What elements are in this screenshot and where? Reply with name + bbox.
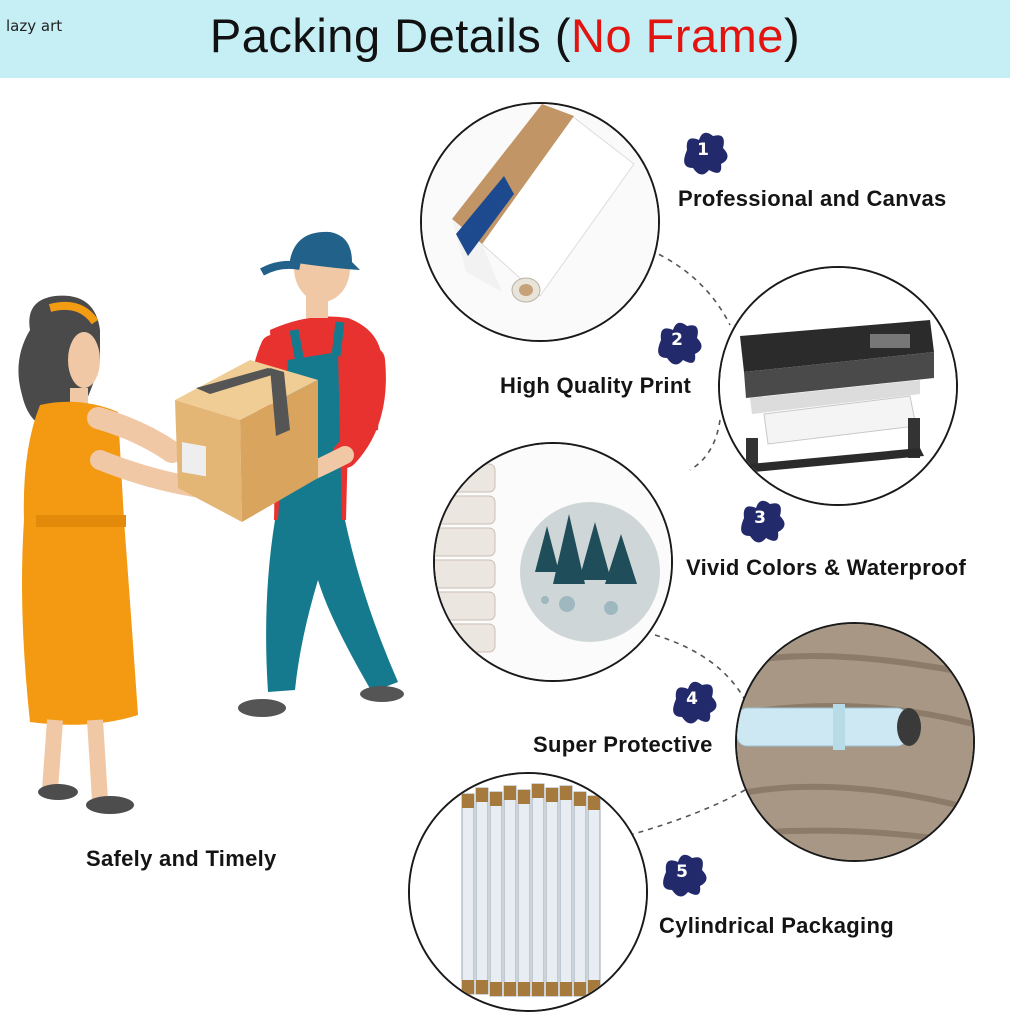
ink-splash-icon — [673, 681, 717, 724]
feature-label-1: Professional and Canvas — [678, 186, 947, 211]
header-banner: lazy art Packing Details (No Frame) — [0, 0, 1010, 78]
feature-badge-5: 5 — [656, 850, 712, 902]
canvas-roll-icon — [422, 104, 658, 340]
ink-splash-icon — [658, 322, 702, 365]
tube-bundle-icon — [410, 774, 646, 1010]
feature-image-4 — [735, 622, 975, 862]
delivery-illustration — [18, 231, 404, 814]
waterproof-canvas-icon — [435, 444, 671, 680]
feature-image-5 — [408, 772, 648, 1012]
ink-splash-icon — [741, 500, 785, 543]
protective-tube-icon — [737, 624, 973, 860]
feature-label-4: Super Protective — [533, 732, 713, 757]
feature-image-2 — [718, 266, 958, 506]
feature-badge-4: 4 — [666, 677, 722, 729]
feature-image-1 — [420, 102, 660, 342]
feature-number-1: 1 — [697, 140, 709, 160]
feature-number-2: 2 — [671, 330, 683, 350]
feature-badge-2: 2 — [651, 318, 707, 370]
ink-splash-icon — [684, 132, 728, 175]
page-title: Packing Details (No Frame) — [0, 8, 1010, 63]
feature-number-3: 3 — [754, 508, 766, 528]
title-accent: No Frame — [571, 9, 784, 62]
feature-label-5: Cylindrical Packaging — [659, 913, 894, 938]
title-suffix: ) — [783, 9, 801, 62]
printer-icon — [720, 268, 956, 504]
feature-number-5: 5 — [676, 862, 688, 882]
woman-figure — [18, 295, 210, 814]
brand-name: lazy art — [6, 17, 63, 35]
feature-badge-1: 1 — [677, 128, 733, 180]
feature-label-2: High Quality Print — [500, 373, 692, 398]
cardboard-box — [175, 360, 318, 522]
feature-label-3: Vivid Colors & Waterproof — [686, 555, 967, 580]
title-prefix: Packing Details ( — [209, 9, 572, 62]
feature-image-3 — [433, 442, 673, 682]
feature-number-4: 4 — [686, 689, 698, 709]
delivery-caption: Safely and Timely — [86, 846, 277, 871]
ink-splash-icon — [663, 854, 707, 897]
feature-badge-3: 3 — [734, 496, 790, 548]
